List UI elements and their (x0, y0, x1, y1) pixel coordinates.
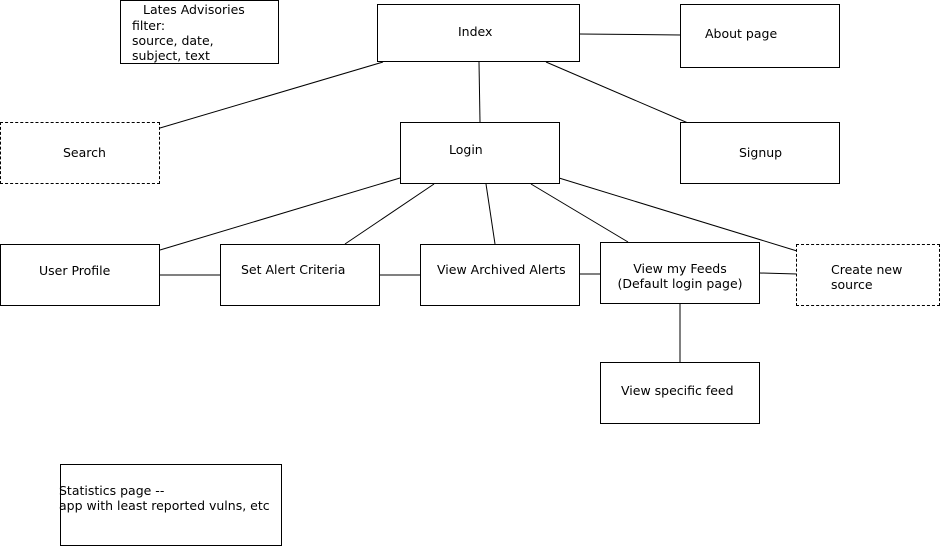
edge-index-search (159, 61, 384, 129)
view-specific-feed-label: View specific feed (621, 383, 734, 398)
signup-label: Signup (739, 145, 783, 160)
edge-login-set-alert (344, 183, 435, 245)
edge-login-my-feeds (530, 183, 629, 243)
node-latest-advisories: Lates Advisories filter: source, date, s… (120, 0, 279, 64)
set-alert-criteria-label: Set Alert Criteria (241, 262, 346, 277)
node-login: Login (400, 122, 560, 184)
create-new-source-label: Create new source (831, 262, 903, 292)
edge-login-archived-alerts (485, 183, 496, 245)
node-view-specific-feed: View specific feed (600, 362, 760, 424)
user-profile-label: User Profile (39, 263, 111, 278)
edge-login-user-profile (159, 177, 401, 251)
edge-login-create-source (558, 177, 798, 252)
node-view-archived-alerts: View Archived Alerts (420, 244, 580, 306)
edge-index-about (578, 33, 682, 36)
login-label: Login (449, 142, 483, 157)
latest-advisories-filter-text: filter: source, date, subject, text (132, 18, 214, 63)
node-user-profile: User Profile (0, 244, 160, 306)
about-page-label: About page (705, 26, 778, 41)
node-statistics-page: Statistics page -- app with least report… (59, 464, 282, 546)
node-view-my-feeds: View my Feeds (Default login page) (600, 242, 760, 304)
statistics-page-label: Statistics page -- app with least report… (59, 483, 270, 513)
latest-advisories-title: Lates Advisories (143, 2, 245, 17)
node-create-new-source: Create new source (796, 244, 940, 306)
search-label: Search (63, 145, 106, 160)
node-set-alert-criteria: Set Alert Criteria (220, 244, 380, 306)
node-search: Search (0, 122, 160, 184)
view-archived-alerts-label: View Archived Alerts (437, 262, 566, 277)
edge-index-signup (545, 61, 689, 124)
node-signup: Signup (680, 122, 840, 184)
node-index: Index (377, 4, 580, 62)
edge-index-login (478, 61, 481, 123)
index-label: Index (458, 24, 493, 39)
view-my-feeds-label: View my Feeds (Default login page) (617, 261, 743, 291)
node-about-page: About page (680, 4, 840, 68)
edge-my-feeds-create-source (759, 272, 798, 275)
